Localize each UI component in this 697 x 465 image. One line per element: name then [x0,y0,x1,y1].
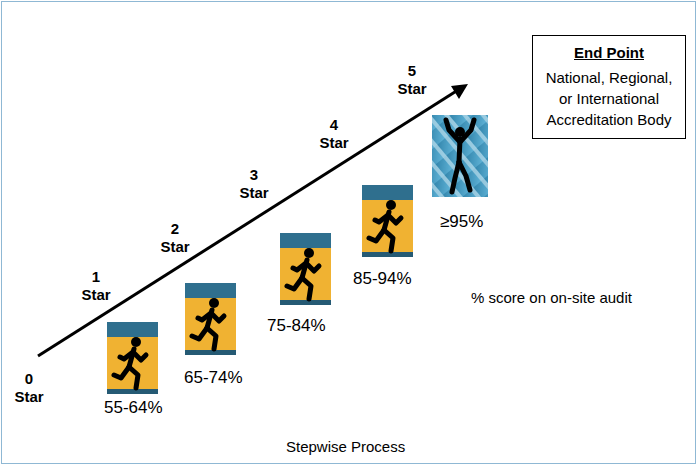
percent-range: 55-64% [104,398,163,418]
percent-range: 85-94% [353,269,412,289]
percent-range: ≥95% [440,212,483,232]
percent-range: 65-74% [184,368,243,388]
star-label: 3 Star [236,166,272,202]
endpoint-box: End PointNational, Regional, or Internat… [532,35,686,139]
axis-note: % score on on-site audit [471,289,632,306]
box-body: National, Regional, or International Acc… [537,67,681,130]
star-label: 5 Star [394,62,430,98]
star-label: 0 Star [11,370,47,406]
caption: Stepwise Process [286,438,405,455]
star-label: 4 Star [316,116,352,152]
winner-tile [432,115,488,197]
star-label: 1 Star [78,268,114,304]
arrow-head [451,84,468,99]
box-heading: End Point [537,44,681,61]
percent-range: 75-84% [267,316,326,336]
star-label: 2 Star [157,220,193,256]
progress-arrow [38,90,458,356]
